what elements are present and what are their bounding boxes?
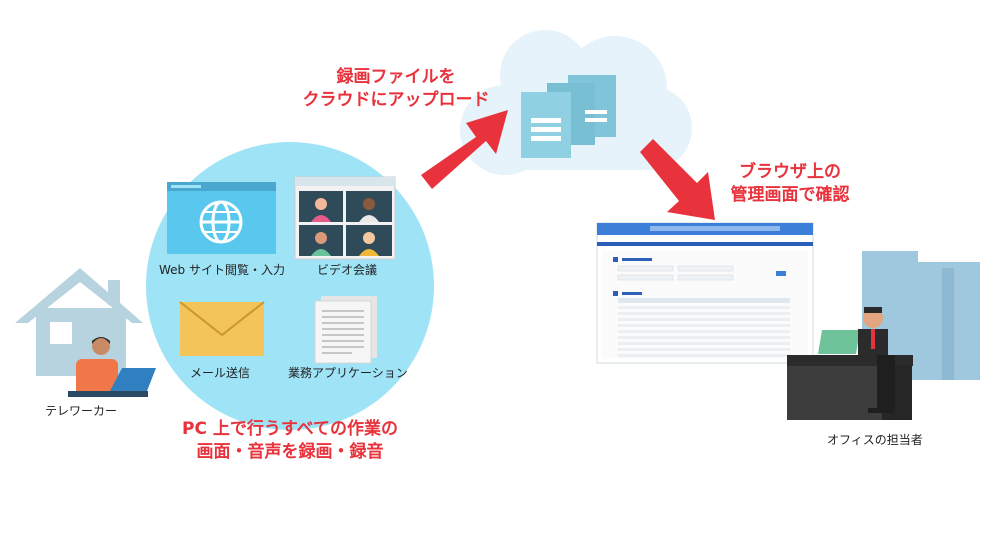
house-icon (15, 268, 143, 376)
record-caption-line2: 画面・音声を録画・録音 (196, 442, 384, 462)
upload-caption-line1: 録画ファイルを (336, 67, 456, 87)
office-staff-label: オフィスの担当者 (827, 433, 923, 447)
business-document-icon (314, 296, 377, 364)
web-browsing-label: Web サイト閲覧・入力 (159, 263, 285, 277)
office-worker-icon (787, 307, 913, 420)
management-browser-window (596, 222, 814, 364)
web-browser-icon (167, 182, 276, 254)
document-files-icon (521, 75, 616, 158)
business-app-label: 業務アプリケーション (288, 366, 408, 380)
record-caption-line1: PC 上で行うすべての作業の (182, 419, 398, 439)
download-arrow (640, 139, 715, 220)
confirm-caption-line1: ブラウザ上の (739, 162, 841, 182)
mail-label: メール送信 (190, 366, 251, 380)
upload-caption: 録画ファイルを クラウドにアップロード (296, 66, 496, 112)
record-caption: PC 上で行うすべての作業の 画面・音声を録画・録音 (180, 418, 400, 464)
upload-caption-line2: クラウドにアップロード (302, 90, 490, 110)
mail-envelope-icon (179, 301, 265, 356)
teleworker-label: テレワーカー (45, 404, 118, 418)
confirm-caption: ブラウザ上の 管理画面で確認 (720, 161, 860, 207)
video-meeting-label: ビデオ会議 (317, 263, 378, 277)
upload-arrow (421, 110, 508, 189)
confirm-caption-line2: 管理画面で確認 (730, 185, 850, 205)
video-meeting-icon (294, 176, 396, 260)
teleworker-person-icon (68, 337, 156, 397)
